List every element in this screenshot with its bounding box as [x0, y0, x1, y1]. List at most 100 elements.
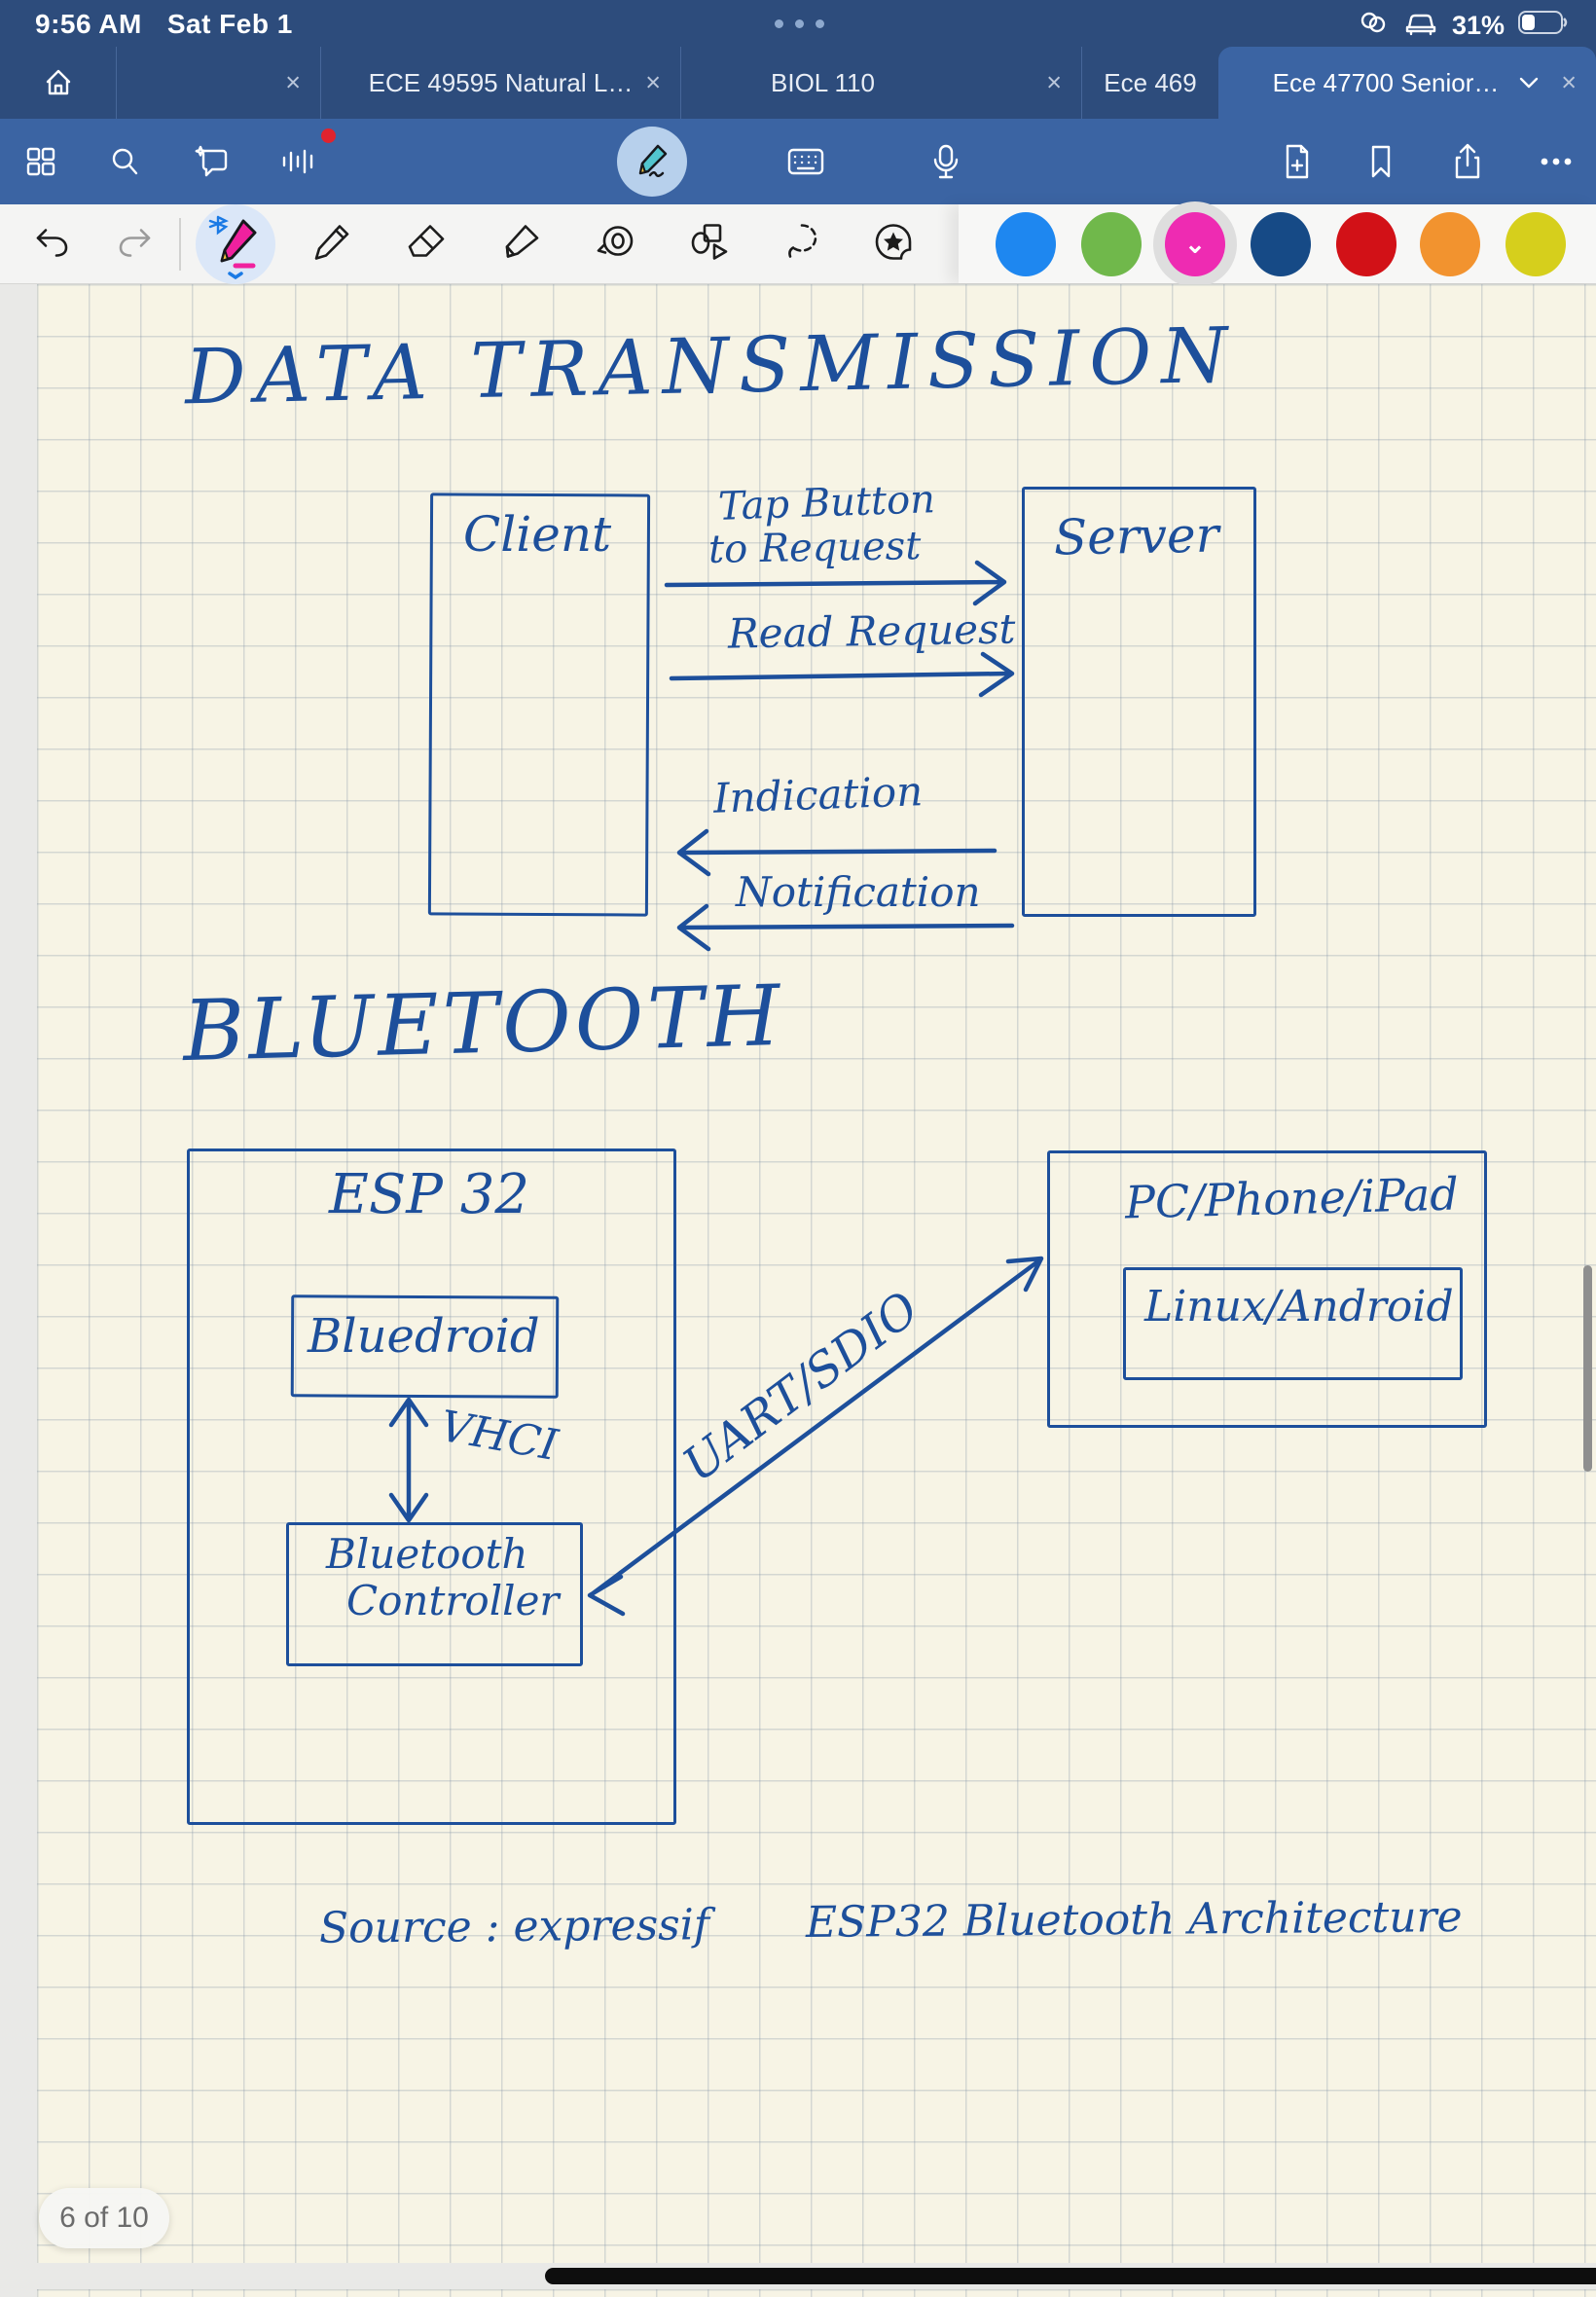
chevron-down-icon[interactable]: [1516, 68, 1542, 98]
add-page-button[interactable]: [1280, 142, 1315, 181]
color-swatch-0[interactable]: [996, 211, 1056, 276]
pc-phone-ipad-label: PC/Phone/iPad: [1124, 1167, 1460, 1229]
ai-chat-button[interactable]: [193, 143, 232, 180]
horizontal-scrollbar[interactable]: [545, 2268, 1596, 2284]
tape-tool[interactable]: [593, 220, 637, 268]
vertical-scrollbar[interactable]: [1583, 1265, 1592, 1472]
audio-waveform-icon: [282, 149, 313, 174]
tab-untitled[interactable]: ×: [117, 47, 321, 119]
color-swatch-4[interactable]: [1336, 211, 1396, 276]
status-time-date: 9:56 AM Sat Feb 1: [35, 9, 293, 40]
read-request-label: Read Request: [727, 604, 1016, 658]
indication-label: Indication: [712, 767, 924, 822]
grid-icon: [26, 147, 55, 176]
audio-record-button[interactable]: [278, 144, 317, 179]
tap-button-label-line2: to Request: [707, 524, 922, 572]
bluedroid-label: Bluedroid: [308, 1309, 540, 1364]
tap-button-label-line1: Tap Button: [717, 477, 936, 529]
tab-label: ECE 49595 Natural L…: [368, 67, 634, 97]
caption-source: Source : expressif: [318, 1900, 710, 1953]
home-button[interactable]: [0, 47, 117, 119]
tab-label: Ece 469: [1104, 67, 1197, 97]
tab-ece-469[interactable]: Ece 469: [1082, 47, 1218, 119]
multitask-dots-icon[interactable]: [775, 19, 824, 28]
fountain-pen-tool-selected[interactable]: [196, 203, 275, 284]
color-swatch-1[interactable]: [1081, 211, 1142, 276]
search-button[interactable]: [107, 144, 142, 179]
eraser-tool[interactable]: [404, 220, 449, 268]
close-tab-icon[interactable]: ×: [1561, 67, 1577, 97]
client-label: Client: [463, 506, 612, 563]
ai-chat-icon: [195, 145, 228, 177]
bluetooth-controller-box: [286, 1522, 583, 1666]
undo-button[interactable]: [32, 225, 71, 263]
battery-percent: 31%: [1451, 11, 1505, 40]
shapes-icon: [691, 223, 728, 260]
color-swatch-6[interactable]: [1505, 211, 1566, 276]
share-button[interactable]: [1450, 142, 1485, 181]
color-swatch-2[interactable]: ⌄: [1165, 211, 1225, 276]
notification-label: Notification: [736, 868, 981, 916]
clock: 9:56 AM: [35, 9, 142, 39]
linux-android-box: [1123, 1267, 1463, 1380]
bookmark-icon: [1371, 145, 1391, 178]
close-tab-icon[interactable]: ×: [1046, 67, 1062, 97]
fountain-pen-icon: [208, 215, 257, 279]
thumbnail-grid-button[interactable]: [23, 144, 58, 179]
redo-button[interactable]: [116, 225, 155, 263]
keyboard-button[interactable]: [785, 145, 826, 178]
note-canvas[interactable]: DATA TRANSMISSION Client Server Tap Butt…: [0, 284, 1596, 2297]
tab-ece-47700-active[interactable]: Ece 47700 Senior… ×: [1218, 47, 1596, 119]
handwritten-title-data-transmission: DATA TRANSMISSION: [184, 311, 1239, 422]
next-page-edge[interactable]: [37, 2289, 1596, 2297]
search-icon: [112, 148, 138, 175]
highlighter-tool[interactable]: [498, 220, 543, 268]
date: Sat Feb 1: [166, 9, 293, 39]
close-tab-icon[interactable]: ×: [645, 67, 661, 97]
tab-ece-49595[interactable]: ECE 49595 Natural L… ×: [321, 47, 681, 119]
shapes-tool[interactable]: [687, 219, 732, 269]
tape-icon: [597, 225, 634, 256]
add-page-icon: [1286, 144, 1309, 179]
tab-label: Ece 47700 Senior…: [1272, 67, 1500, 97]
sticker-tool[interactable]: [871, 219, 916, 269]
notebook-page[interactable]: DATA TRANSMISSION Client Server Tap Butt…: [37, 284, 1596, 2263]
tab-biol-110[interactable]: BIOL 110 ×: [681, 47, 1082, 119]
page-indicator: 6 of 10: [39, 2188, 169, 2248]
more-button[interactable]: [1539, 156, 1574, 167]
lasso-tool[interactable]: [780, 219, 824, 269]
handwritten-title-bluetooth: BLUETOOTH: [181, 966, 785, 1081]
highlighter-icon: [505, 224, 539, 258]
pen-icon: [638, 144, 668, 177]
drawing-toolbar: ⌄: [0, 201, 1596, 287]
close-tab-icon[interactable]: ×: [285, 67, 301, 97]
lasso-icon: [788, 223, 817, 258]
personal-hotspot-icon: [1357, 8, 1390, 44]
ellipsis-icon: [1541, 158, 1572, 165]
bookmark-button[interactable]: [1365, 143, 1396, 180]
sticker-star-icon: [875, 223, 912, 260]
color-swatch-5[interactable]: [1420, 211, 1480, 276]
pencil-tool[interactable]: [310, 220, 353, 268]
microphone-button[interactable]: [928, 142, 963, 181]
bluetooth-controller-label-line1: Bluetooth: [326, 1530, 528, 1578]
esp32-label: ESP 32: [329, 1163, 529, 1226]
pen-mode-button[interactable]: [617, 127, 687, 197]
microphone-icon: [933, 144, 959, 179]
color-swatches-panel: ⌄: [959, 201, 1596, 287]
selected-color-chevron-icon: ⌄: [1184, 229, 1206, 258]
tab-label: BIOL 110: [771, 67, 875, 97]
share-icon: [1455, 143, 1480, 179]
bluetooth-controller-label-line2: Controller: [346, 1577, 560, 1624]
pc-phone-ipad-box: [1047, 1150, 1487, 1428]
uart-sdio-label: UART/SDIO: [672, 1281, 929, 1493]
main-toolbar: [0, 119, 1596, 204]
pencil-icon: [314, 224, 349, 260]
color-swatch-3[interactable]: [1251, 211, 1311, 276]
battery-icon: [1518, 9, 1569, 43]
server-box: [1022, 487, 1256, 917]
tab-bar: × ECE 49595 Natural L… × BIOL 110 × Ece …: [0, 47, 1596, 119]
status-bar: 9:56 AM Sat Feb 1 31%: [0, 0, 1596, 47]
carplay-icon: [1403, 8, 1438, 44]
